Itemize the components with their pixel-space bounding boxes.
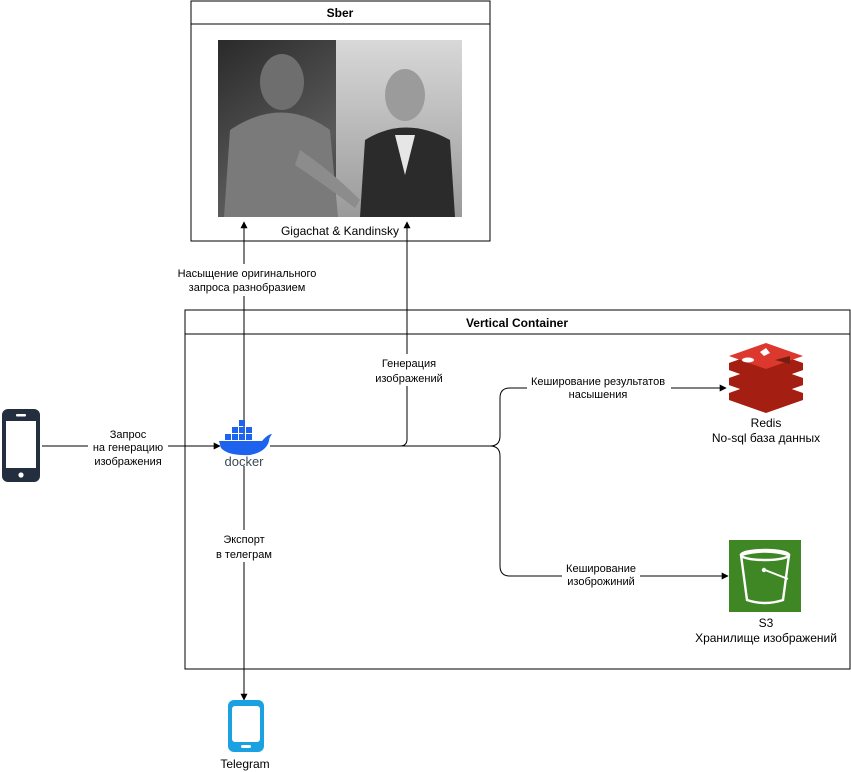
s3-bucket-icon: [729, 540, 801, 612]
svg-text:изоброжиний: изоброжиний: [567, 576, 634, 588]
edge-cache-images: [400, 445, 729, 580]
edge-label-export: Экспорт в телеграм: [212, 530, 276, 562]
edge-label-cache-images: Кеширование изоброжиний: [562, 562, 640, 592]
redis-node[interactable]: Redis No-sql база данных: [712, 343, 820, 445]
svg-text:насышения: насышения: [569, 389, 628, 401]
mobile-phone-icon: [228, 700, 264, 752]
s3-label-2: Хранилище изображений: [695, 631, 837, 645]
docker-label: docker: [224, 454, 264, 469]
edge-label-request: Запрос на генерацию изображения: [88, 426, 168, 468]
vertical-container: Vertical Container: [184, 309, 851, 670]
svg-text:Генерация: Генерация: [382, 358, 436, 370]
svg-text:Насыщение оригинального: Насыщение оригинального: [178, 268, 317, 280]
telegram-label: Telegram: [220, 757, 269, 771]
sber-photo: [218, 40, 462, 217]
svg-text:изображений: изображений: [375, 373, 443, 385]
svg-text:на генерацию: на генерацию: [93, 442, 163, 454]
svg-text:Кеширование результатов: Кеширование результатов: [531, 376, 665, 388]
redis-icon: [729, 343, 803, 413]
edge-label-cache-results: Кеширование результатов насышения: [527, 374, 671, 404]
redis-label-1: Redis: [751, 416, 782, 430]
docker-whale-icon: [219, 420, 272, 456]
docker-node[interactable]: docker: [219, 420, 272, 469]
edge-cache-results: [270, 384, 727, 447]
container-title: Vertical Container: [466, 316, 568, 330]
svg-text:Запрос: Запрос: [110, 429, 147, 441]
user-phone-icon[interactable]: [2, 409, 40, 482]
svg-text:Кеширование: Кеширование: [566, 563, 636, 575]
edge-label-generation: Генерация изображений: [370, 354, 446, 386]
edges: [42, 221, 729, 701]
svg-text:запроса разнобразием: запроса разнобразием: [189, 282, 306, 294]
svg-text:Экспорт: Экспорт: [223, 534, 264, 546]
edge-label-saturation: Насыщение оригинального запроса разнобра…: [172, 264, 322, 296]
s3-node[interactable]: S3 Хранилище изображений: [695, 540, 837, 645]
svg-text:изображения: изображения: [94, 456, 161, 468]
s3-label-1: S3: [759, 616, 774, 630]
sber-title: Sber: [327, 6, 354, 20]
redis-label-2: No-sql база данных: [712, 431, 820, 445]
svg-text:в телеграм: в телеграм: [216, 549, 272, 561]
sber-caption: Gigachat & Kandinsky: [281, 224, 399, 238]
sber-box: Sber Gigachat & Kandinsky: [190, 0, 491, 242]
telegram-node[interactable]: Telegram: [220, 700, 270, 771]
